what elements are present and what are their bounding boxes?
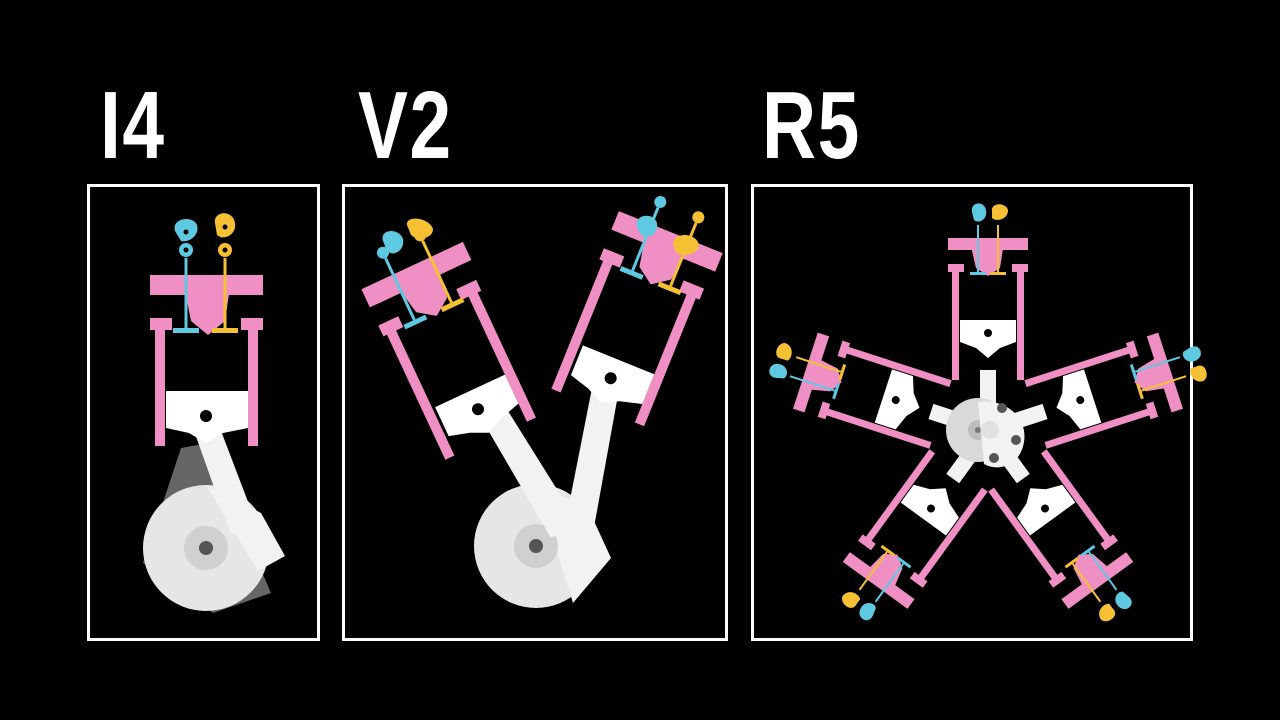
i4-diagram-panel [87,184,320,641]
i4-engine-diagram [143,213,285,613]
engine-title-v2: V2 [358,72,453,179]
r5-engine-diagram [759,202,1217,638]
r5-diagram-panel [751,184,1217,641]
engine-title-i4: I4 [100,72,166,179]
engine-title-r5: R5 [762,72,861,179]
v2-engine-diagram [361,195,723,608]
v2-diagram-panel [342,184,728,641]
